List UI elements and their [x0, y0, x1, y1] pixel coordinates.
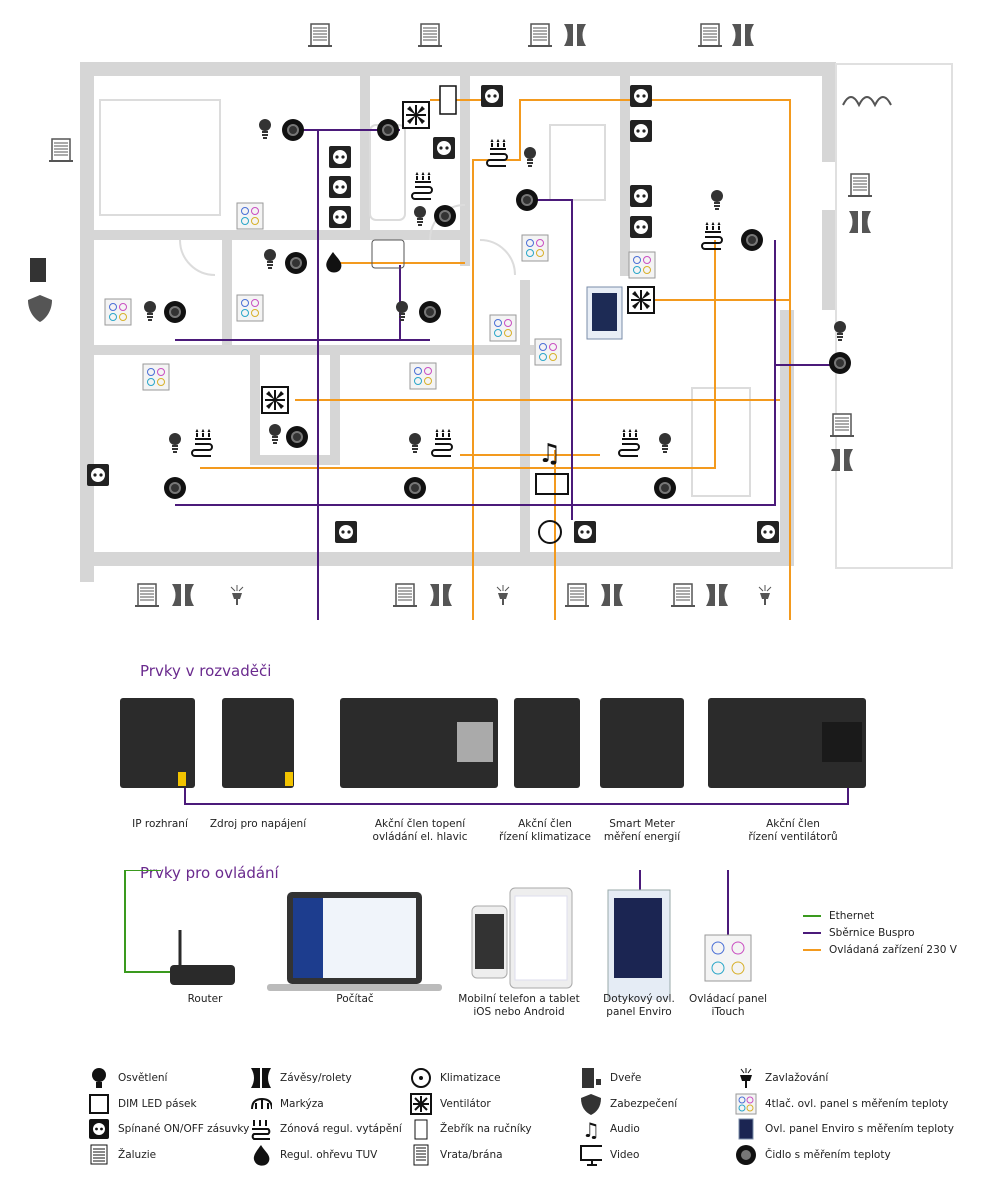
cabinet-modules	[120, 698, 866, 805]
legend-item-led-strip: DIM LED pásek	[88, 1093, 197, 1115]
cabinet-label-fans: Akční člen řízení ventilátorů	[748, 818, 838, 843]
legend-item-awning: Markýza	[250, 1093, 324, 1115]
legend-item-sprinkler: Zavlažování	[735, 1067, 828, 1089]
legend-item-gate: Vrata/brána	[410, 1144, 503, 1166]
control-label-itouch: Ovládací panel iTouch	[688, 993, 768, 1018]
legend-item-enviro-panel: Ovl. panel Enviro s měřením teploty	[735, 1118, 954, 1140]
legend-item-shield: Zabezpečení	[580, 1093, 677, 1115]
door-icon	[580, 1067, 602, 1089]
legend-item-panel4: 4tlač. ovl. panel s měřením teploty	[735, 1093, 948, 1115]
legend-item-towel-rail: Žebřík na ručníky	[410, 1118, 532, 1140]
control-label-mobile: Mobilní telefon a tablet iOS nebo Androi…	[458, 993, 580, 1018]
sprinkler-icon	[735, 1067, 757, 1089]
socket-icon	[88, 1118, 110, 1140]
legend-label: Ventilátor	[440, 1098, 491, 1110]
cabinet-label-ac: Akční člen řízení klimatizace	[499, 818, 591, 843]
legend-item-music: ♫ Audio	[580, 1118, 640, 1140]
legend-item-curtain: Závěsy/rolety	[250, 1067, 352, 1089]
svg-text:♫: ♫	[538, 439, 561, 469]
legend-label: Spínané ON/OFF zásuvky	[118, 1123, 250, 1135]
legend-item-flame: Regul. ohřevu TUV	[250, 1144, 377, 1166]
shield-icon	[580, 1093, 602, 1115]
legend-item-monitor: Video	[580, 1144, 639, 1166]
fan-icon	[410, 1093, 432, 1115]
legend-label: Zabezpečení	[610, 1098, 678, 1110]
enviro-panel-icon	[735, 1118, 757, 1140]
sensor-icon	[735, 1144, 757, 1166]
control-devices	[124, 870, 752, 1000]
legend-label: Zónová regul. vytápění	[280, 1123, 402, 1135]
legend-item-fan: Ventilátor	[410, 1093, 491, 1115]
ac-icon	[410, 1067, 432, 1089]
bulb-icon	[88, 1067, 110, 1089]
legend-item-blinds: Žaluzie	[88, 1144, 156, 1166]
blinds-icon	[88, 1144, 110, 1166]
flame-icon	[250, 1144, 272, 1166]
cabinet-label-power: Zdroj pro napájení	[209, 818, 307, 830]
monitor-icon	[580, 1144, 602, 1166]
control-label-enviro: Dotykový ovl. panel Enviro	[603, 993, 675, 1018]
cabinet-section-title: Prvky v rozvaděči	[140, 662, 272, 680]
control-label-router: Router	[187, 993, 223, 1005]
legend-label: Markýza	[280, 1098, 324, 1110]
legend-item-door: Dveře	[580, 1067, 641, 1089]
line-legend-buspro: Sběrnice Buspro	[803, 927, 915, 939]
floor-plan: ♫	[28, 23, 953, 620]
legend-label: Audio	[610, 1123, 640, 1135]
legend-label: Závěsy/rolety	[280, 1072, 352, 1084]
control-section-title: Prvky pro ovládání	[140, 864, 279, 882]
control-label-pc: Počítač	[336, 993, 374, 1005]
line-legend-ethernet: Ethernet	[803, 910, 874, 922]
gate-icon	[410, 1144, 432, 1166]
legend-label: Osvětlení	[118, 1072, 168, 1084]
curtain-icon	[250, 1067, 272, 1089]
led-strip-icon	[88, 1093, 110, 1115]
towel-rail-icon	[410, 1118, 432, 1140]
legend-label: 4tlač. ovl. panel s měřením teploty	[765, 1098, 949, 1110]
legend-label: Žaluzie	[118, 1149, 157, 1161]
legend-label: Regul. ohřevu TUV	[280, 1149, 378, 1161]
legend-label: Vrata/brána	[440, 1149, 503, 1161]
legend-item-floor-heating: Zónová regul. vytápění	[250, 1118, 402, 1140]
legend-item-bulb: Osvětlení	[88, 1067, 167, 1089]
cabinet-label-meter: Smart Meter měření energií	[603, 818, 681, 843]
legend-label: DIM LED pásek	[118, 1098, 197, 1110]
legend-item-ac: Klimatizace	[410, 1067, 501, 1089]
awning-icon	[250, 1093, 272, 1115]
line-legend-230v: Ovládaná zařízení 230 V	[803, 944, 957, 956]
legend-label: Video	[610, 1149, 640, 1161]
legend-item-sensor: Čidlo s měřením teploty	[735, 1144, 891, 1166]
legend-item-socket: Spínané ON/OFF zásuvky	[88, 1118, 249, 1140]
legend-label: Dveře	[610, 1072, 642, 1084]
legend-label: Čidlo s měřením teploty	[765, 1149, 891, 1161]
legend-label: Žebřík na ručníky	[440, 1123, 532, 1135]
svg-text:♫: ♫	[582, 1118, 600, 1140]
floor-heating-icon	[250, 1118, 272, 1140]
cabinet-label-heating: Akční člen topení ovládání el. hlavic	[372, 818, 468, 843]
music-icon: ♫	[580, 1118, 602, 1140]
panel4-icon	[735, 1093, 757, 1115]
legend-label: Klimatizace	[440, 1072, 501, 1084]
cabinet-label-ip: IP rozhraní	[132, 818, 188, 830]
legend-label: Ovl. panel Enviro s měřením teploty	[765, 1123, 954, 1135]
legend-label: Zavlažování	[765, 1072, 829, 1084]
